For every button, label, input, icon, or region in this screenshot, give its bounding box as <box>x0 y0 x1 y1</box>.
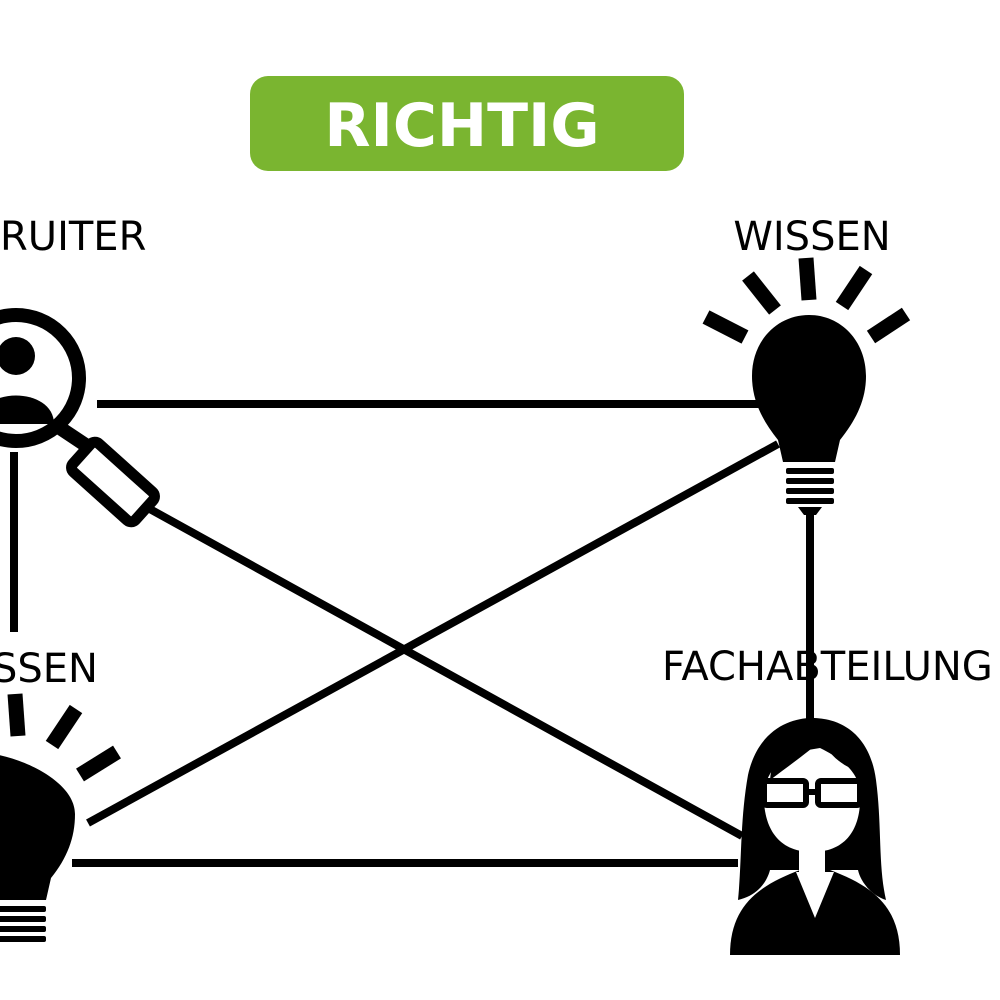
banner-background <box>250 76 684 171</box>
magnifier-person-icon <box>0 308 160 528</box>
lightbulb-icon <box>702 257 911 515</box>
woman-glasses-icon <box>730 718 900 955</box>
label-fachabteilung: FACHABTEILUNG <box>662 644 993 690</box>
edge-recruiter-fachabteilung <box>146 504 744 840</box>
edge-wissen-right-wissen-left <box>86 440 780 827</box>
banner-label: RICHTIG <box>324 91 599 161</box>
label-wissen-left: SSEN <box>0 646 98 692</box>
lightbulb-icon-left <box>0 693 121 942</box>
banner: RICHTIG <box>250 76 684 171</box>
label-recruiter: RUITER <box>0 214 146 260</box>
label-wissen-right: WISSEN <box>733 214 890 260</box>
connections <box>10 400 814 867</box>
